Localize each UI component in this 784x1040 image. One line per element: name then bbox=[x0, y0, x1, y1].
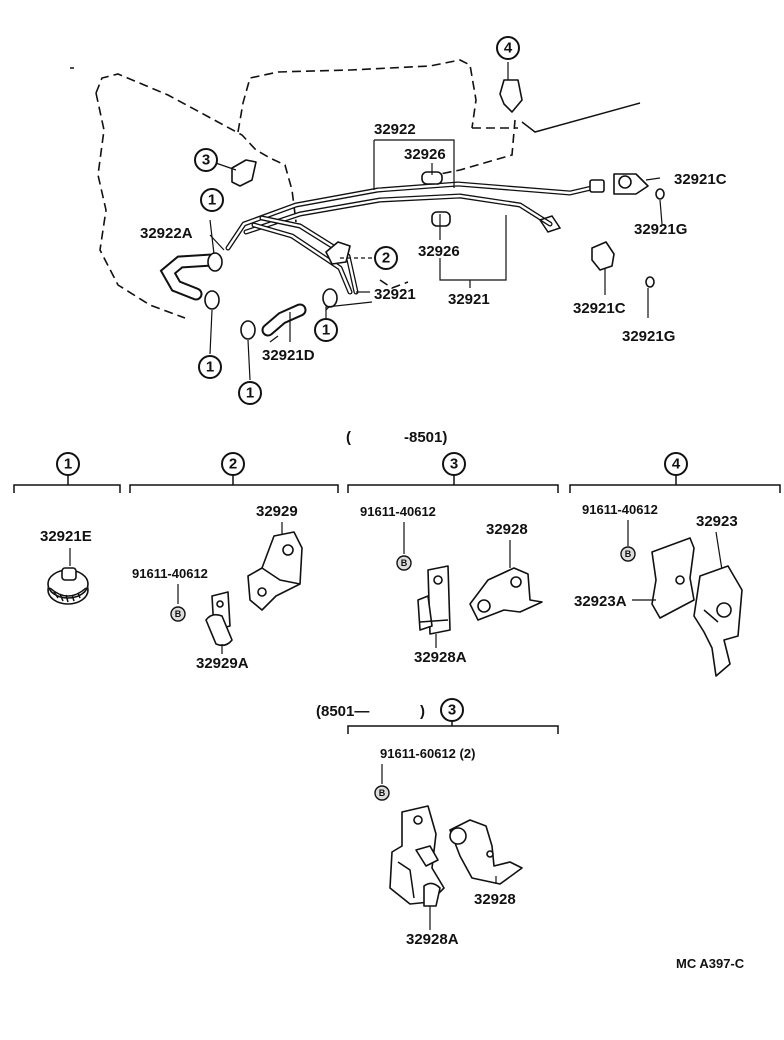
svg-text:91611-40612: 91611-40612 bbox=[132, 566, 208, 581]
range-bottom-value: (8501— bbox=[316, 703, 369, 720]
section-2-bracket: 32929 91611-40612 B 32929A bbox=[132, 503, 303, 672]
callout-1-main-c: 1 bbox=[198, 355, 222, 379]
diagram-code: MC A397-C bbox=[676, 956, 745, 971]
svg-text:B: B bbox=[401, 558, 408, 568]
section-3-lower: 91611-60612 (2) B 32928 32928A bbox=[374, 746, 523, 948]
fluid-pipes bbox=[225, 181, 603, 295]
fittings bbox=[204, 79, 665, 340]
svg-text:32923: 32923 bbox=[696, 513, 738, 530]
svg-text:3: 3 bbox=[202, 152, 210, 169]
callout-3-main: 3 bbox=[194, 148, 218, 172]
svg-text:1: 1 bbox=[322, 322, 330, 339]
label-32921G-bottom: 32921G bbox=[622, 328, 675, 345]
label-32921D: 32921D bbox=[262, 347, 315, 364]
svg-text:32923A: 32923A bbox=[574, 593, 627, 610]
section-4-clamp: 91611-40612 B 32923 32923A bbox=[574, 502, 743, 677]
svg-text:91611-40612: 91611-40612 bbox=[582, 502, 658, 517]
label-32921-left: 32921 bbox=[374, 286, 416, 303]
svg-text:3: 3 bbox=[448, 702, 456, 719]
label-32926-mid: 32926 bbox=[418, 243, 460, 260]
range-bottom-close: ) bbox=[420, 703, 425, 720]
range-top-open: ( bbox=[346, 429, 351, 446]
svg-text:32928A: 32928A bbox=[414, 649, 467, 666]
label-32921-right: 32921 bbox=[448, 291, 490, 308]
svg-text:B: B bbox=[625, 549, 632, 559]
svg-text:4: 4 bbox=[672, 456, 681, 473]
label-32921C-bottom: 32921C bbox=[573, 300, 626, 317]
svg-text:B: B bbox=[175, 609, 182, 619]
svg-text:32921E: 32921E bbox=[40, 528, 92, 545]
svg-text:2: 2 bbox=[382, 250, 390, 267]
svg-text:91611-40612: 91611-40612 bbox=[360, 504, 436, 519]
callout-1-main-d: 1 bbox=[238, 381, 262, 405]
callout-1-main-b: 1 bbox=[314, 318, 338, 342]
svg-text:4: 4 bbox=[504, 40, 513, 57]
svg-text:1: 1 bbox=[246, 385, 254, 402]
svg-text:1: 1 bbox=[64, 456, 72, 473]
svg-text:32928A: 32928A bbox=[406, 931, 459, 948]
svg-text:3: 3 bbox=[450, 456, 458, 473]
svg-text:91611-60612 (2): 91611-60612 (2) bbox=[380, 746, 475, 761]
section-1-hose-clamp: 32921E bbox=[40, 528, 92, 605]
svg-text:32929A: 32929A bbox=[196, 655, 249, 672]
section-3-upper: 91611-40612 B 32928 32928A bbox=[360, 504, 543, 666]
engine-outline bbox=[70, 59, 641, 319]
label-32922: 32922 bbox=[374, 121, 416, 138]
label-32921G-top: 32921G bbox=[634, 221, 687, 238]
label-32921C-top: 32921C bbox=[674, 171, 727, 188]
svg-text:B: B bbox=[379, 788, 386, 798]
callout-4-main: 4 bbox=[496, 36, 520, 60]
label-32926-top: 32926 bbox=[404, 146, 446, 163]
range-top-value: -8501) bbox=[404, 429, 447, 446]
svg-text:32928: 32928 bbox=[474, 891, 516, 908]
section-3-lower-header: 3 bbox=[347, 698, 559, 734]
svg-text:2: 2 bbox=[229, 456, 237, 473]
main-leaders bbox=[206, 62, 663, 381]
section-headers: 1 2 3 4 bbox=[13, 452, 781, 493]
svg-text:1: 1 bbox=[206, 359, 214, 376]
label-32922A: 32922A bbox=[140, 225, 193, 242]
callout-2-main: 2 bbox=[374, 246, 398, 270]
svg-text:32929: 32929 bbox=[256, 503, 298, 520]
svg-text:32928: 32928 bbox=[486, 521, 528, 538]
hoses bbox=[159, 253, 307, 337]
callout-1-main-a: 1 bbox=[200, 188, 224, 212]
svg-text:1: 1 bbox=[208, 192, 216, 209]
